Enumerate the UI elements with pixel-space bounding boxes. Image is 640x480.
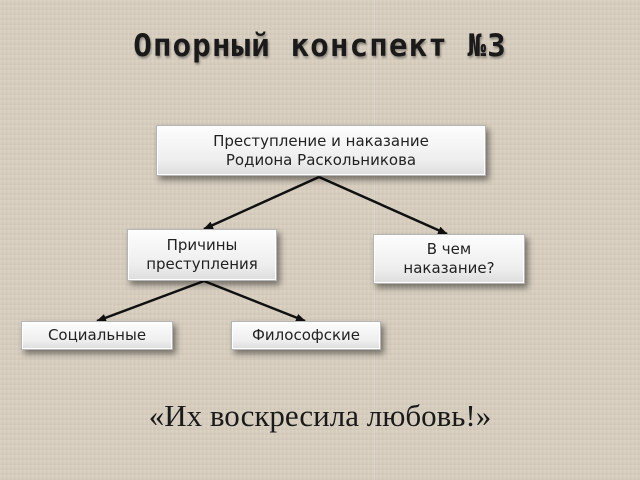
node-punishment-label: В чем наказание? — [403, 240, 495, 277]
node-what-is-punishment: В чем наказание? — [373, 234, 525, 284]
node-causes-of-crime: Причины преступления — [127, 229, 277, 281]
node-social-label: Социальные — [47, 326, 147, 344]
edge-root-to-causes — [203, 175, 320, 231]
edge-causes-to-philosophical — [203, 279, 306, 323]
edge-root-to-punishment — [318, 175, 448, 236]
node-root-crime-and-punishment: Преступление и наказание Родиона Расколь… — [156, 125, 486, 176]
slide-title: Опорный конспект №3 — [133, 28, 507, 64]
closing-quote: «Их воскресила любовь!» — [148, 398, 492, 433]
node-social: Социальные — [21, 321, 173, 350]
edge-causes-to-social — [96, 279, 205, 323]
node-causes-label: Причины преступления — [146, 236, 258, 273]
node-root-label: Преступление и наказание Родиона Расколь… — [213, 131, 429, 169]
node-philosophical: Философские — [231, 321, 381, 350]
node-philosophical-label: Философские — [252, 326, 360, 344]
